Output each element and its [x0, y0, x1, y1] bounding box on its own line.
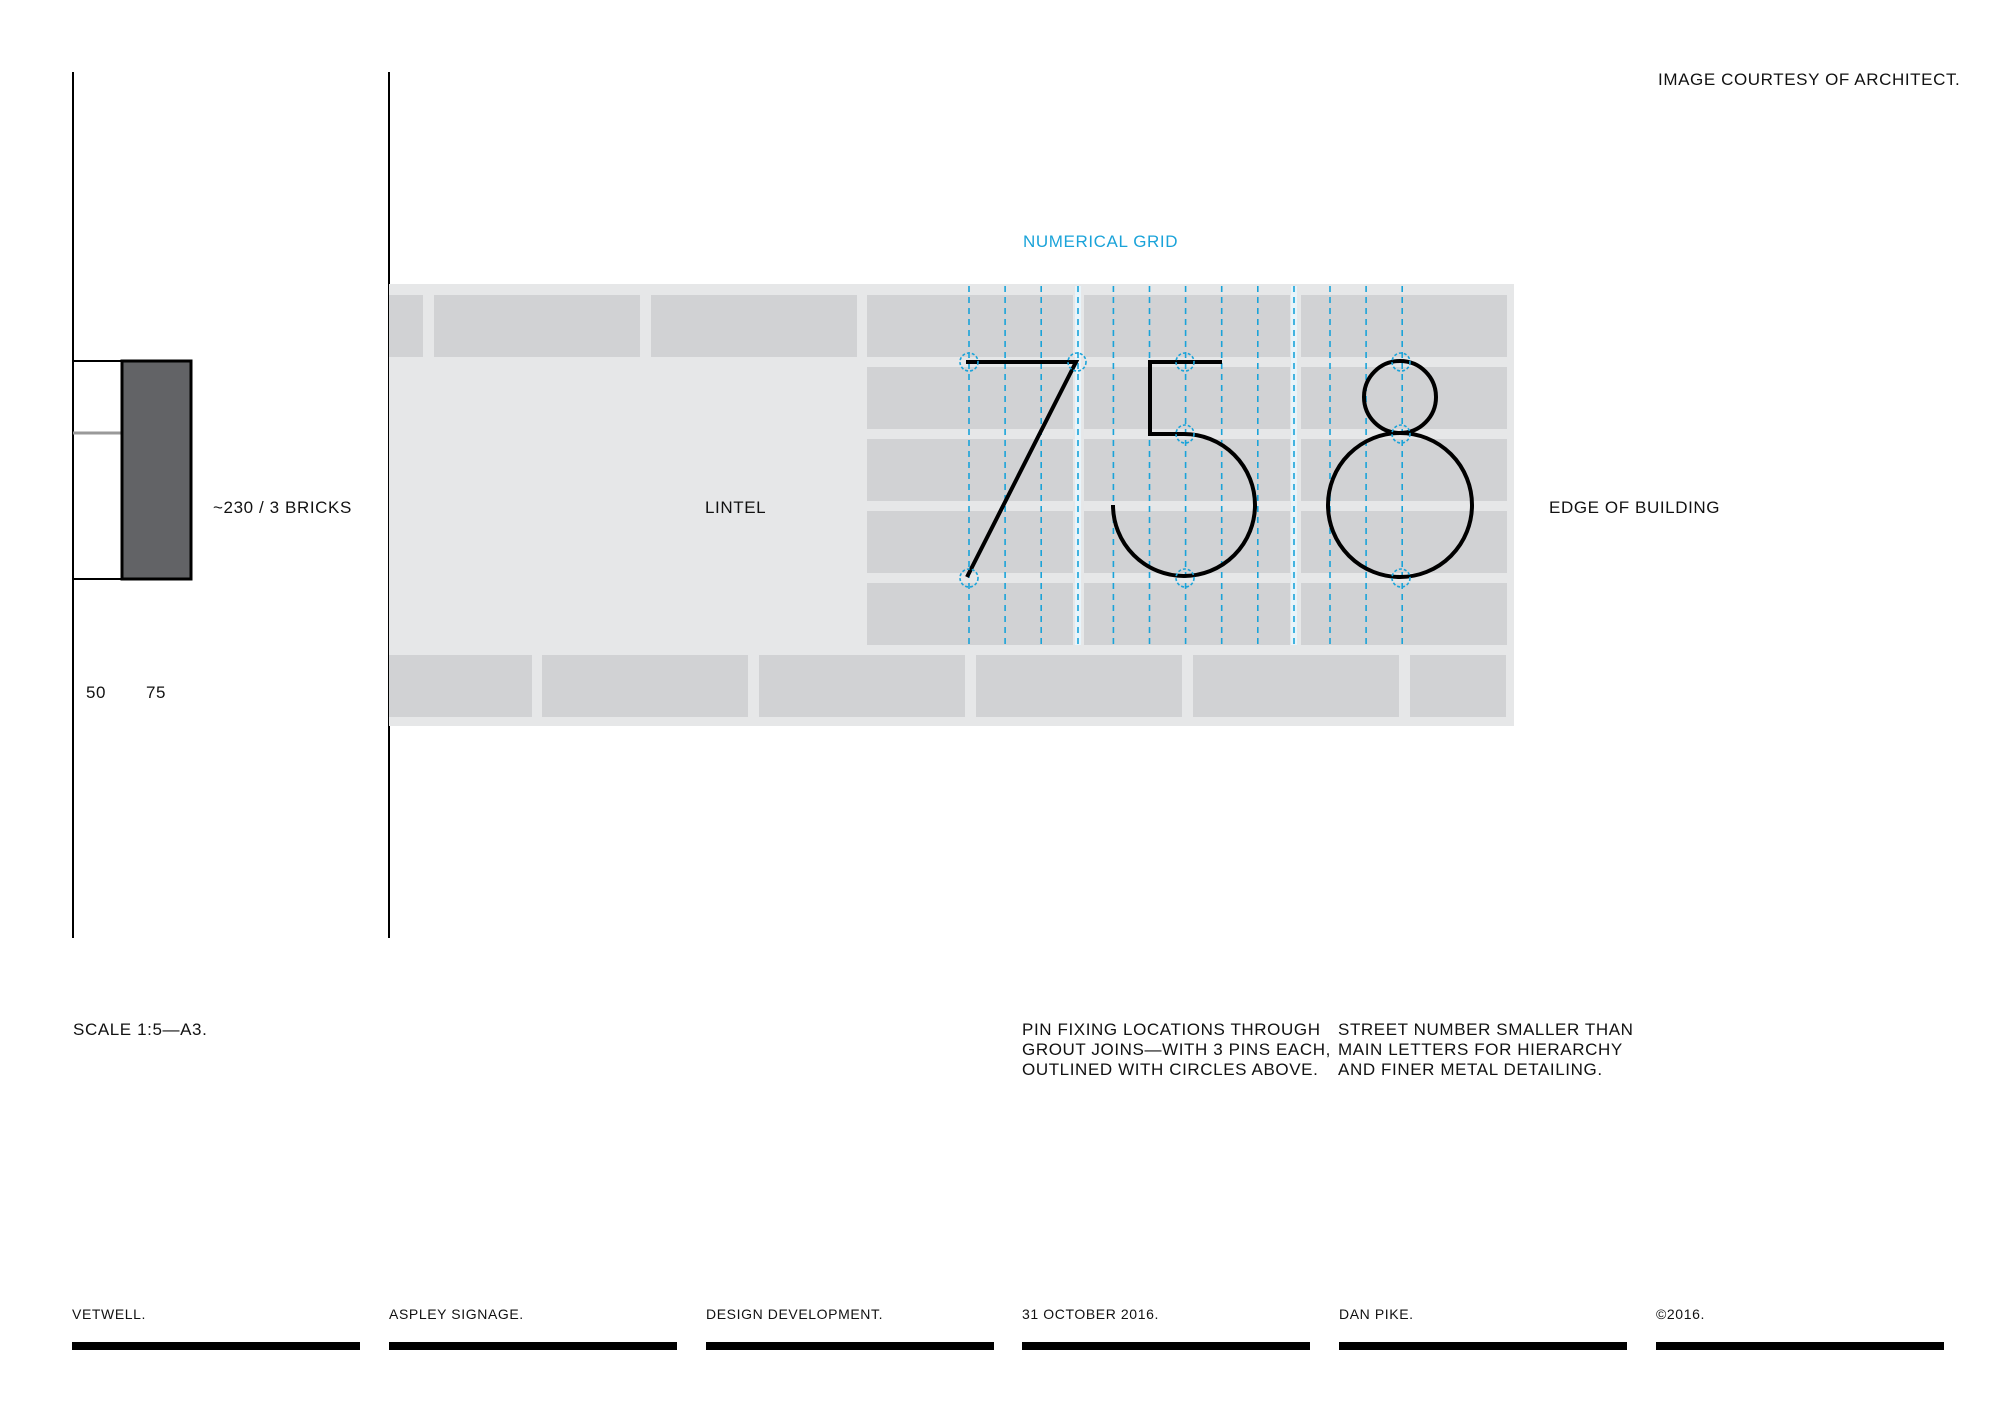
edge-of-building-label: EDGE OF BUILDING: [1549, 498, 1721, 517]
footer-client: VETWELL.: [72, 1306, 360, 1350]
brick: [1084, 367, 1290, 429]
numerical-grid-label: NUMERICAL GRID: [1023, 232, 1179, 251]
brick: [867, 295, 1073, 357]
pin-circle: [1391, 352, 1411, 372]
numeral-8: [1326, 359, 1474, 579]
numeral-7: [965, 360, 1080, 578]
brick: [867, 583, 1073, 645]
footer-date: 31 OCTOBER 2016.: [1022, 1306, 1310, 1350]
brick: [1084, 583, 1290, 645]
number-note-line-2: MAIN LETTERS FOR HIERARCHY: [1338, 1040, 1623, 1059]
image-credit: IMAGE COURTESY OF ARCHITECT.: [1658, 70, 1961, 89]
brick: [1084, 439, 1290, 501]
footer-project-text: ASPLEY SIGNAGE.: [389, 1306, 524, 1322]
footer-rule: [389, 1342, 677, 1350]
footer-copyright: ©2016.: [1656, 1306, 1944, 1350]
pin-fixing-note: PIN FIXING LOCATIONS THROUGH GROUT JOINS…: [1022, 1020, 1331, 1080]
pin-note-line-3: OUTLINED WITH CIRCLES ABOVE.: [1022, 1060, 1319, 1079]
brick: [1301, 439, 1507, 501]
pin-note-line-1: PIN FIXING LOCATIONS THROUGH: [1022, 1020, 1321, 1039]
pin-circle: [1175, 568, 1195, 588]
brick: [1410, 655, 1506, 717]
height-label: ~230 / 3 BRICKS: [213, 498, 352, 517]
footer-date-text: 31 OCTOBER 2016.: [1022, 1306, 1159, 1322]
brick: [542, 655, 748, 717]
pin-circle: [1067, 352, 1087, 372]
lintel-label: LINTEL: [705, 498, 767, 517]
dimension-50: 50: [86, 683, 107, 702]
footer-rule: [706, 1342, 994, 1350]
brick: [1084, 295, 1290, 357]
brick: [759, 655, 965, 717]
brick: [434, 295, 640, 357]
pin-circle: [959, 352, 979, 372]
pin-fixings: [959, 352, 1411, 588]
footer-stage-text: DESIGN DEVELOPMENT.: [706, 1306, 884, 1322]
pin-circle: [1175, 352, 1195, 372]
footer-rule: [1022, 1342, 1310, 1350]
brick: [1301, 367, 1507, 429]
brick: [1301, 583, 1507, 645]
pin-note-line-2: GROUT JOINS—WITH 3 PINS EACH,: [1022, 1040, 1331, 1059]
pin-circle: [1175, 424, 1195, 444]
street-number: [965, 359, 1474, 579]
brick: [389, 295, 423, 357]
brick: [389, 655, 532, 717]
street-number-note: STREET NUMBER SMALLER THAN MAIN LETTERS …: [1338, 1020, 1638, 1080]
footer-rule: [1339, 1342, 1627, 1350]
brick-wall: [389, 284, 1514, 726]
brick: [867, 511, 1073, 573]
footer-stage: DESIGN DEVELOPMENT.: [706, 1306, 994, 1350]
brick: [651, 295, 857, 357]
section-backing: [72, 360, 123, 580]
scale-label: SCALE 1:5—A3.: [73, 1020, 208, 1039]
footer-rule: [72, 1342, 360, 1350]
footer-author-text: DAN PIKE.: [1339, 1306, 1414, 1322]
footer-client-text: VETWELL.: [72, 1306, 147, 1322]
brick: [867, 439, 1073, 501]
footer-copyright-text: ©2016.: [1656, 1306, 1705, 1322]
brick: [1193, 655, 1399, 717]
brick: [1301, 295, 1507, 357]
pin-circle: [1391, 568, 1411, 588]
dimension-75: 75: [146, 683, 167, 702]
pin-circle: [1391, 424, 1411, 444]
number-note-line-1: STREET NUMBER SMALLER THAN: [1338, 1020, 1634, 1039]
section-sign-plate: [120, 359, 193, 581]
numeral-5: [1111, 360, 1257, 578]
bricks: [389, 295, 1507, 717]
footer-project: ASPLEY SIGNAGE.: [389, 1306, 677, 1350]
brick: [976, 655, 1182, 717]
footer-author: DAN PIKE.: [1339, 1306, 1627, 1350]
pin-circle: [959, 568, 979, 588]
numerical-grid: [968, 286, 1403, 645]
brick: [1301, 511, 1507, 573]
footer-rule: [1656, 1342, 1944, 1350]
brick: [1084, 511, 1290, 573]
brick: [867, 367, 1073, 429]
number-note-line-3: AND FINER METAL DETAILING.: [1338, 1060, 1603, 1079]
